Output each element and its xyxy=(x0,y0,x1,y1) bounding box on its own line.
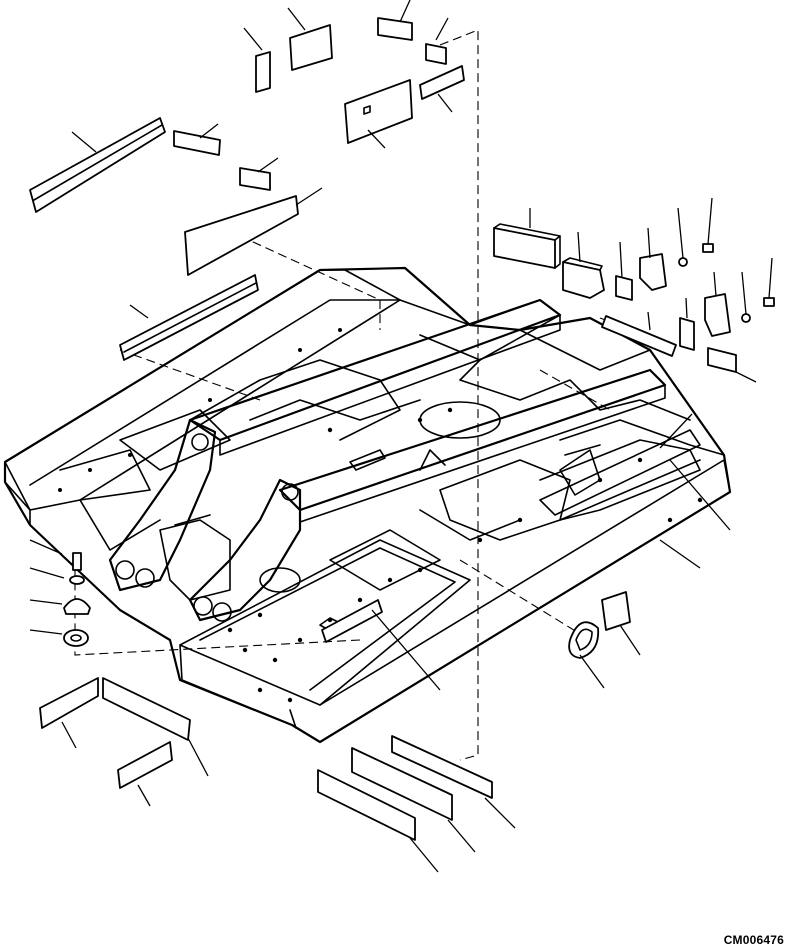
main-frame xyxy=(3,266,732,744)
right-rail xyxy=(539,429,701,516)
block-13 xyxy=(562,261,605,299)
center-beam-upper xyxy=(188,298,562,442)
exploded-parts xyxy=(29,17,775,841)
long-plate-28 xyxy=(391,735,493,799)
leader-lines xyxy=(29,0,773,873)
right-deck-plate xyxy=(179,459,731,743)
washer-16 xyxy=(678,257,688,267)
plate-26 xyxy=(102,677,191,741)
bracket-15 xyxy=(639,253,667,291)
plate-2 xyxy=(289,24,333,71)
plate-3 xyxy=(377,17,413,41)
bracket-18 xyxy=(679,317,695,351)
mount-washer xyxy=(69,575,85,585)
washer-20 xyxy=(741,313,751,323)
block-12 xyxy=(493,227,556,269)
plate-9 xyxy=(239,167,271,191)
bolt-17 xyxy=(702,243,714,253)
boom-foot-bracket-right xyxy=(188,478,302,622)
plate-8 xyxy=(173,130,221,156)
mount-seat xyxy=(63,629,89,647)
plate-25 xyxy=(39,677,99,729)
block-23 xyxy=(707,347,737,373)
long-plate-29 xyxy=(351,747,453,821)
plate-small-1 xyxy=(255,51,271,93)
plate-24 xyxy=(601,591,631,631)
bolt-21 xyxy=(763,297,775,307)
rubber-mount xyxy=(63,598,91,615)
long-pad-7 xyxy=(29,117,166,213)
plate-5 xyxy=(419,65,465,100)
plate-4 xyxy=(425,43,447,65)
boom-foot-bracket-left xyxy=(108,418,217,592)
rail-22 xyxy=(601,315,677,357)
grommet xyxy=(568,621,600,659)
drawing-number: CM006476 xyxy=(723,933,784,947)
long-plate-30 xyxy=(317,769,416,841)
bracket-19 xyxy=(704,293,731,337)
mount-bolt xyxy=(72,552,82,571)
plate-27 xyxy=(117,741,173,789)
plate-large-6 xyxy=(344,79,413,144)
wedge-plate-10 xyxy=(184,195,299,276)
cover-plate xyxy=(321,599,383,643)
frame-left-deck xyxy=(3,266,732,744)
bracket-14 xyxy=(615,275,633,301)
